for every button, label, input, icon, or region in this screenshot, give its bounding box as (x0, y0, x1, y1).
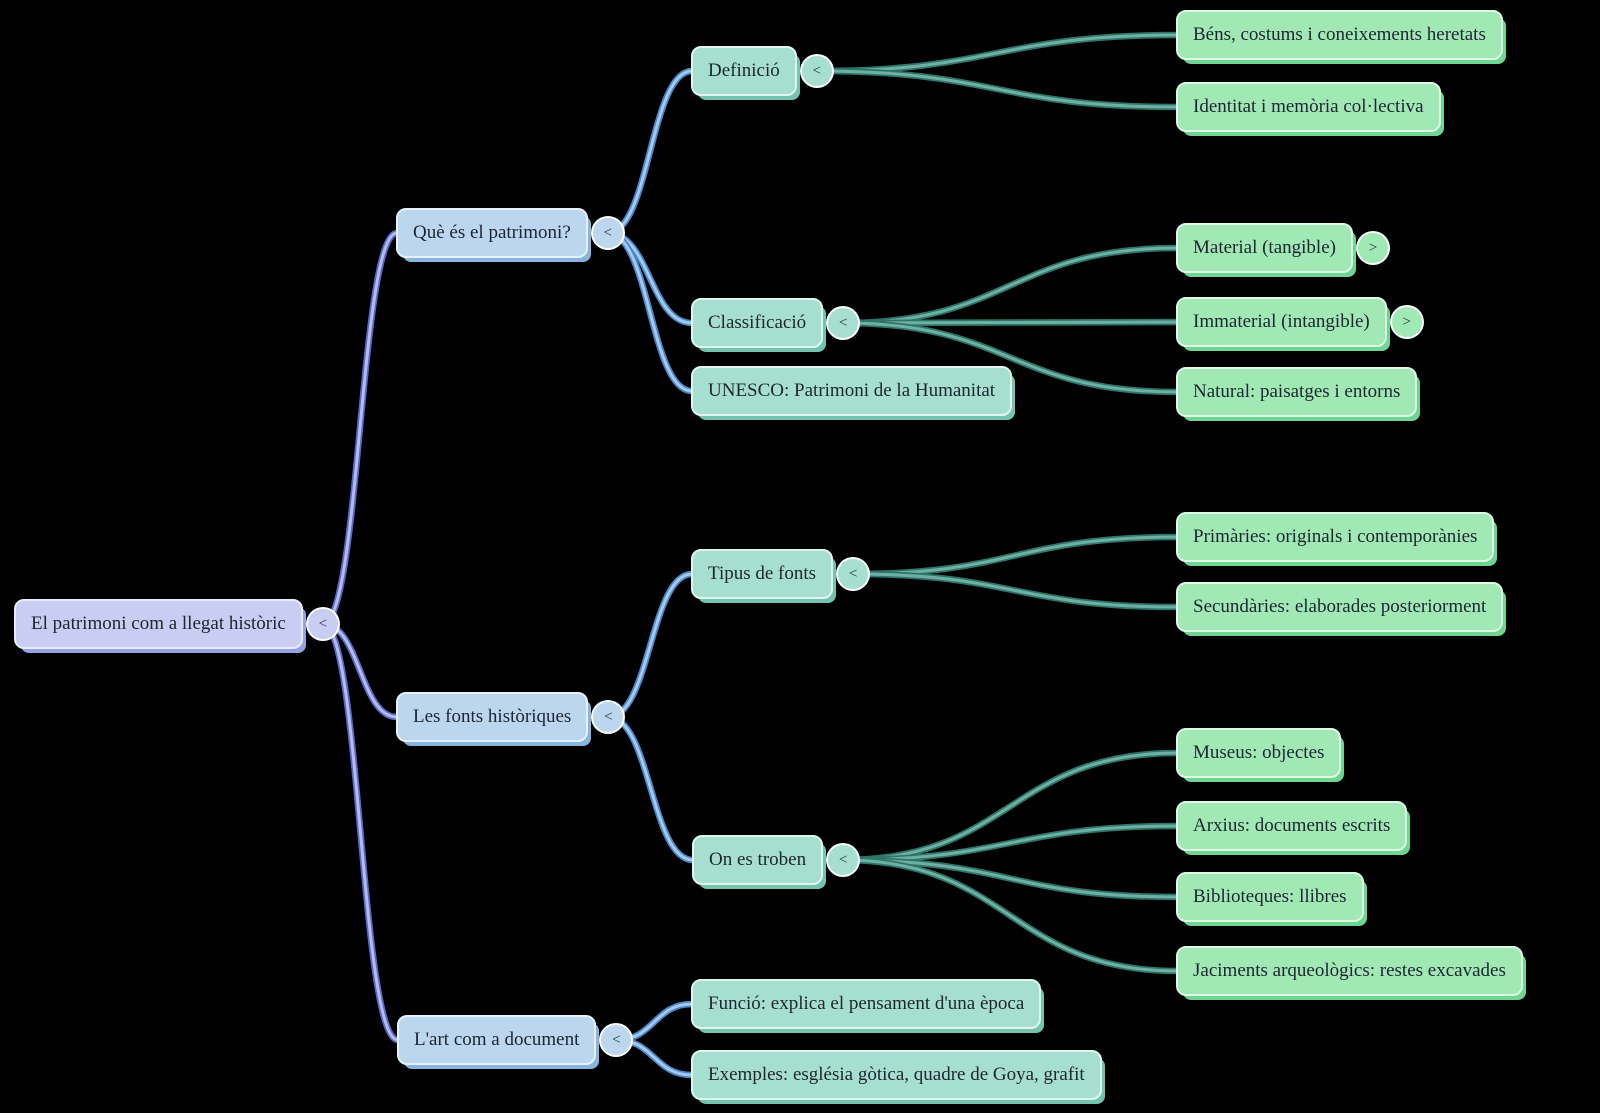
node-box-jaciments[interactable]: Jaciments arqueològics: restes excavades (1176, 946, 1523, 996)
mindmap-node-que-es-el-patrimoni: Què és el patrimoni? < (396, 208, 625, 258)
node-label-art-com-a-document: L'art com a document (414, 1029, 580, 1050)
node-label-unesco: UNESCO: Patrimoni de la Humanitat (708, 380, 996, 401)
node-label-museus: Museus: objectes (1193, 742, 1325, 763)
node-label-material: Material (tangible) (1193, 237, 1336, 258)
mindmap-node-unesco: UNESCO: Patrimoni de la Humanitat (691, 366, 1013, 416)
node-label-bens: Béns, costums i coneixements heretats (1193, 24, 1486, 45)
node-label-tipus-de-fonts: Tipus de fonts (708, 563, 817, 584)
mindmap-node-secundaries: Secundàries: elaborades posteriorment (1176, 582, 1504, 632)
node-box-arxius[interactable]: Arxius: documents escrits (1176, 801, 1408, 851)
node-box-definicio[interactable]: Definició (691, 46, 797, 96)
link-core-on-es-troben-to-biblioteques (841, 858, 1179, 899)
collapse-toggle-root[interactable]: < (305, 607, 340, 641)
mindmap-node-exemples: Exemples: església gòtica, quadre de Goy… (691, 1050, 1102, 1100)
collapse-toggle-les-fonts-historiques[interactable]: < (591, 700, 626, 734)
node-label-natural: Natural: paisatges i entorns (1193, 381, 1401, 402)
mindmap-node-biblioteques: Biblioteques: llibres (1176, 872, 1364, 922)
link-core-definicio-to-identitat (815, 69, 1179, 109)
mindmap-node-arxius: Arxius: documents escrits (1176, 801, 1408, 851)
node-label-les-fonts-historiques: Les fonts històriques (413, 706, 572, 727)
collapse-toggle-on-es-troben[interactable]: < (826, 843, 861, 877)
node-label-arxius: Arxius: documents escrits (1193, 815, 1391, 836)
mindmap-node-identitat: Identitat i memòria col·lectiva (1176, 82, 1441, 132)
link-core-tipus-de-fonts-to-secundaries (851, 572, 1179, 609)
node-label-identitat: Identitat i memòria col·lectiva (1193, 96, 1424, 117)
mindmap-node-definicio: Definició < (691, 46, 834, 96)
mindmap-node-art-com-a-document: L'art com a document < (397, 1015, 634, 1065)
mindmap-node-root: El patrimoni com a llegat històric < (14, 599, 340, 649)
node-box-on-es-troben[interactable]: On es troben (692, 835, 824, 885)
node-label-que-es-el-patrimoni: Què és el patrimoni? (413, 222, 571, 243)
mindmap-node-jaciments: Jaciments arqueològics: restes excavades (1176, 946, 1523, 996)
node-box-material[interactable]: Material (tangible) (1176, 223, 1353, 273)
expand-toggle-immaterial[interactable]: > (1389, 305, 1424, 339)
node-label-exemples: Exemples: església gòtica, quadre de Goy… (708, 1064, 1085, 1085)
link-core-root-to-art-com-a-document (321, 622, 400, 1042)
node-box-que-es-el-patrimoni[interactable]: Què és el patrimoni? (396, 208, 588, 258)
mindmap-node-natural: Natural: paisatges i entorns (1176, 367, 1418, 417)
node-label-definicio: Definició (708, 60, 780, 81)
node-label-classificacio: Classificació (708, 312, 807, 333)
node-box-natural[interactable]: Natural: paisatges i entorns (1176, 367, 1418, 417)
node-box-root[interactable]: El patrimoni com a llegat històric (14, 599, 303, 649)
node-box-immaterial[interactable]: Immaterial (intangible) (1176, 297, 1387, 347)
node-label-on-es-troben: On es troben (709, 849, 807, 870)
node-box-secundaries[interactable]: Secundàries: elaborades posteriorment (1176, 582, 1504, 632)
mindmap-node-funcio: Funció: explica el pensament d'una època (691, 979, 1042, 1029)
mindmap-node-primaries: Primàries: originals i contemporànies (1176, 512, 1495, 562)
link-core-root-to-que-es-el-patrimoni (321, 231, 399, 626)
collapse-toggle-tipus-de-fonts[interactable]: < (836, 557, 871, 591)
link-core-on-es-troben-to-arxius (841, 824, 1179, 862)
node-box-biblioteques[interactable]: Biblioteques: llibres (1176, 872, 1364, 922)
mindmap-node-les-fonts-historiques: Les fonts històriques < (396, 692, 626, 742)
link-core-classificacio-to-material (841, 246, 1179, 325)
node-box-les-fonts-historiques[interactable]: Les fonts històriques (396, 692, 589, 742)
collapse-toggle-que-es-el-patrimoni[interactable]: < (590, 216, 625, 250)
node-label-root: El patrimoni com a llegat històric (31, 613, 286, 634)
node-label-jaciments: Jaciments arqueològics: restes excavades (1193, 960, 1506, 981)
mindmap-node-material: Material (tangible) > (1176, 223, 1390, 273)
node-label-immaterial: Immaterial (intangible) (1193, 311, 1370, 332)
node-box-classificacio[interactable]: Classificació (691, 298, 824, 348)
node-box-art-com-a-document[interactable]: L'art com a document (397, 1015, 597, 1065)
collapse-toggle-art-com-a-document[interactable]: < (599, 1023, 634, 1057)
expand-toggle-material[interactable]: > (1355, 231, 1390, 265)
node-box-bens[interactable]: Béns, costums i coneixements heretats (1176, 10, 1503, 60)
node-label-primaries: Primàries: originals i contemporànies (1193, 526, 1478, 547)
link-core-on-es-troben-to-jaciments (841, 858, 1179, 973)
mindmap-node-tipus-de-fonts: Tipus de fonts < (691, 549, 871, 599)
node-label-secundaries: Secundàries: elaborades posteriorment (1193, 596, 1487, 617)
link-core-classificacio-to-immaterial (841, 320, 1179, 325)
node-box-identitat[interactable]: Identitat i memòria col·lectiva (1176, 82, 1441, 132)
mindmap-node-classificacio: Classificació < (691, 298, 861, 348)
node-box-primaries[interactable]: Primàries: originals i contemporànies (1176, 512, 1495, 562)
node-box-tipus-de-fonts[interactable]: Tipus de fonts (691, 549, 834, 599)
node-box-unesco[interactable]: UNESCO: Patrimoni de la Humanitat (691, 366, 1013, 416)
link-core-definicio-to-bens (815, 33, 1179, 73)
link-core-on-es-troben-to-museus (841, 751, 1179, 862)
mindmap-node-immaterial: Immaterial (intangible) > (1176, 297, 1424, 347)
mindmap-node-on-es-troben: On es troben < (692, 835, 861, 885)
link-core-tipus-de-fonts-to-primaries (851, 535, 1179, 576)
node-label-funcio: Funció: explica el pensament d'una època (708, 993, 1025, 1014)
node-box-museus[interactable]: Museus: objectes (1176, 728, 1342, 778)
link-core-classificacio-to-natural (841, 321, 1179, 394)
mindmap-node-museus: Museus: objectes (1176, 728, 1342, 778)
collapse-toggle-classificacio[interactable]: < (826, 306, 861, 340)
mindmap-node-bens: Béns, costums i coneixements heretats (1176, 10, 1503, 60)
node-box-funcio[interactable]: Funció: explica el pensament d'una època (691, 979, 1042, 1029)
node-label-biblioteques: Biblioteques: llibres (1193, 886, 1347, 907)
node-box-exemples[interactable]: Exemples: església gòtica, quadre de Goy… (691, 1050, 1102, 1100)
collapse-toggle-definicio[interactable]: < (799, 54, 834, 88)
